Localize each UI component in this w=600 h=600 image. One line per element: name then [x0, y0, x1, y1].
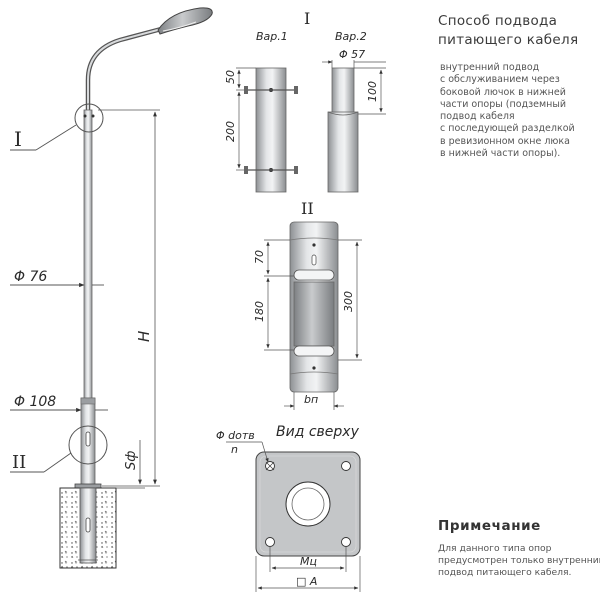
- top-view-dim-a: □ A: [296, 575, 317, 588]
- pole-height-label: H: [135, 331, 153, 342]
- note-body-line: Для данного типа опор: [438, 543, 552, 554]
- cable-method-title: Способ подвода питающего кабеля: [438, 12, 598, 50]
- callout-label-I: I: [14, 127, 22, 151]
- callout-circle-I: [74, 103, 104, 133]
- pole-dia-upper-label: Φ 76: [14, 269, 47, 285]
- cable-method-title-line: Способ подвода: [438, 13, 558, 29]
- top-view-base-plate: [226, 441, 361, 592]
- detail-I-var2-label: Вар.2: [335, 30, 367, 43]
- detail-I-dim-100: 100: [366, 81, 379, 102]
- pole-dia-lower-label: Φ 108: [14, 394, 56, 410]
- note-body-line: подвод питающего кабеля.: [438, 567, 572, 579]
- detail-I-var2: [322, 60, 386, 193]
- pole-depth-label: Sф: [124, 451, 139, 470]
- callout-circle-II: [68, 425, 108, 465]
- callout-label-II: II: [12, 452, 26, 473]
- top-view-hole-count: n: [231, 443, 238, 456]
- cable-method-description-line: подвод кабеля: [440, 111, 515, 123]
- detail-I-var1: [236, 67, 298, 193]
- detail-I-var1-label: Вар.1: [256, 30, 288, 43]
- note-body-line: предусмотрен только внутренний: [438, 555, 600, 567]
- cable-method-description-line: с последующей разделкой: [440, 123, 575, 135]
- detail-II-dim-70: 70: [253, 250, 266, 264]
- detail-II-dim-180: 180: [253, 301, 266, 322]
- detail-I-label: I: [304, 9, 310, 28]
- detail-II-dim-300: 300: [342, 291, 355, 312]
- cable-method-description: внутренний подвод с обслуживанием через …: [440, 62, 598, 160]
- top-view-dim-m: Mц: [300, 555, 317, 568]
- detail-II-label: II: [301, 199, 314, 218]
- cable-method-description-line: в ревизионном окне люка: [440, 135, 570, 147]
- cable-method-description-line: части опоры (подземный: [440, 98, 567, 110]
- pole-shaft-upper: [83, 109, 93, 401]
- detail-II-hatch: [264, 221, 362, 410]
- note-body: Для данного типа опор предусмотрен тольк…: [438, 543, 600, 580]
- cable-method-description-line: боковой лючок в нижней: [440, 86, 566, 98]
- pole-elevation: [10, 7, 213, 569]
- lamp-arm: [85, 25, 168, 113]
- cable-method-description-line: в нижней части опоры).: [440, 148, 561, 160]
- detail-I-dim-50: 50: [224, 70, 237, 84]
- detail-I-dim-200: 200: [224, 121, 237, 142]
- detail-II-dim-bn: bп: [304, 393, 318, 406]
- cable-method-description-line: внутренний подвод: [440, 62, 540, 73]
- cable-method-title-line: питающего кабеля: [438, 32, 579, 48]
- base-plate: [74, 483, 102, 489]
- luminaire-head: [157, 7, 213, 35]
- top-view-title: Вид сверху: [276, 424, 360, 440]
- cable-method-description-line: с обслуживанием через: [440, 74, 560, 86]
- note-title: Примечание: [438, 518, 541, 534]
- detail-I-dim-d57: Φ 57: [339, 48, 365, 61]
- top-view-hole-dia: Φ dотв: [216, 429, 255, 442]
